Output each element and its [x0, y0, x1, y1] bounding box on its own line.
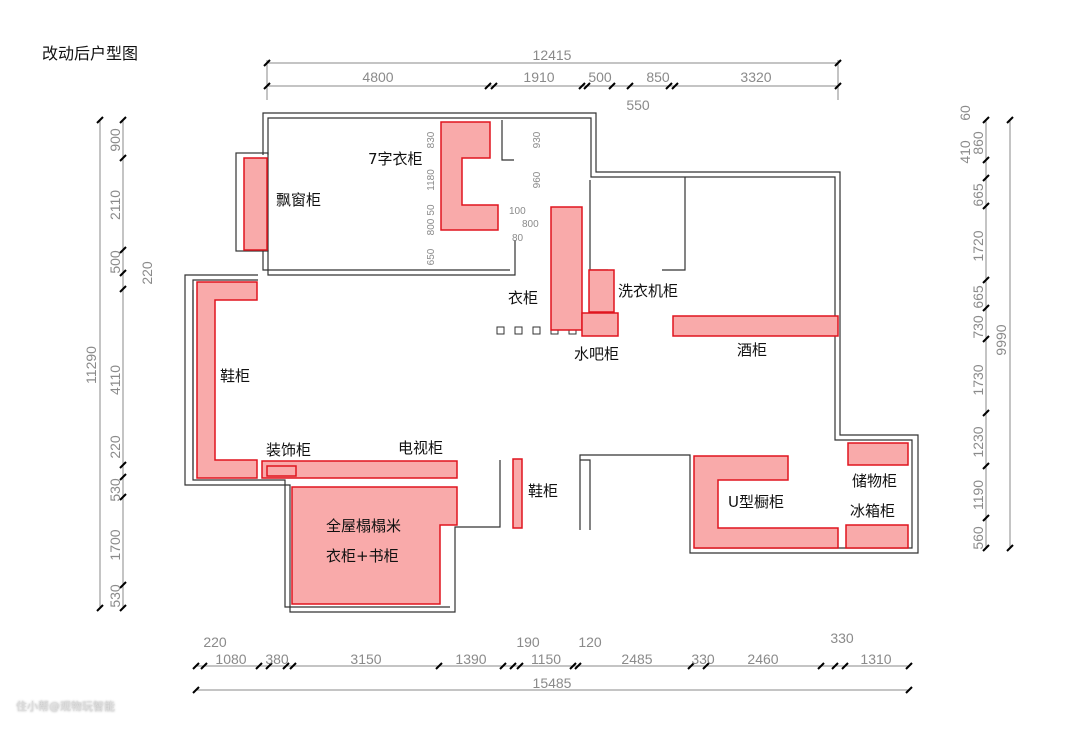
shoe-cabinet-right [512, 458, 523, 529]
dim-right: 1230 [970, 426, 986, 457]
dim-right: 60 [957, 105, 973, 121]
tatami-cabinet [291, 486, 458, 605]
label-laundry: 洗衣机柜 [618, 282, 678, 300]
dim-right-total: 9990 [993, 324, 1009, 355]
dim-right: 665 [970, 285, 986, 309]
label-wine: 酒柜 [737, 341, 767, 359]
dim-inner: 830 [426, 131, 437, 148]
dim-left-total: 11290 [83, 346, 99, 384]
bottom-dimensions: 1080 380 3150 1390 1150 2485 330 2460 13… [192, 630, 913, 694]
bay-window-cabinet [243, 157, 268, 251]
dim-inner: 800 [426, 218, 437, 235]
shoe-cabinet-left [196, 281, 258, 479]
dim-bottom-sub: 190 [516, 634, 540, 650]
dim-left: 4110 [107, 365, 123, 395]
l-wardrobe [440, 121, 499, 231]
dim-inner: 80 [512, 233, 524, 244]
dim-bottom-sub: 220 [203, 634, 227, 650]
dim-inner: 50 [426, 204, 437, 216]
dim-top: 850 [646, 69, 670, 85]
dim-left: 530 [107, 478, 123, 502]
dim-bottom: 1080 [215, 651, 246, 667]
dim-right: 665 [970, 183, 986, 207]
dim-right: 1720 [970, 230, 986, 261]
dim-bottom: 330 [691, 651, 715, 667]
storage-cabinet [847, 442, 909, 466]
dim-right-sub: 410 [957, 140, 973, 164]
dim-left: 1700 [107, 529, 123, 560]
u-kitchen-cabinet [693, 455, 839, 549]
dim-inner: 1180 [426, 169, 437, 191]
cabinets [196, 121, 909, 605]
top-dimensions: 12415 4800 1910 500 850 3320 550 [263, 47, 842, 113]
label-u-kitchen: U型橱柜 [728, 493, 784, 511]
label-fridge: 冰箱柜 [850, 502, 895, 520]
label-tv: 电视柜 [398, 439, 443, 457]
plan-title: 改动后户型图 [42, 44, 139, 63]
dim-left: 900 [107, 128, 123, 152]
dim-inner: 650 [426, 248, 437, 265]
dim-top: 3320 [740, 69, 771, 85]
dim-right: 730 [970, 315, 986, 339]
dim-bottom: 2485 [621, 651, 652, 667]
label-water-bar: 水吧柜 [574, 345, 619, 363]
dim-left-sub: 220 [139, 261, 155, 285]
label-bay-window: 飘窗柜 [276, 191, 321, 209]
dim-right: 860 [970, 131, 986, 155]
label-l-wardrobe: 7字衣柜 [368, 150, 423, 168]
dim-top-sub: 550 [626, 97, 650, 113]
dim-right: 1190 [970, 480, 986, 510]
decor-cabinet [266, 465, 297, 477]
dim-bottom: 1310 [860, 651, 891, 667]
dim-top: 1910 [523, 69, 554, 85]
dim-inner: 800 [522, 219, 539, 230]
dim-left: 2110 [107, 190, 123, 220]
dim-bottom: 3150 [350, 651, 381, 667]
water-bar-cabinet [581, 312, 619, 337]
label-storage: 储物柜 [852, 472, 897, 490]
dim-top: 500 [588, 69, 612, 85]
tv-cabinet [261, 460, 458, 479]
label-shoe-right: 鞋柜 [528, 482, 558, 500]
right-dimensions: 60 860 665 1720 665 730 1730 1230 1190 5… [957, 105, 1014, 552]
dim-inner: 930 [532, 131, 543, 148]
label-wardrobe: 衣柜 [508, 289, 538, 307]
watermark: 住小帮@观物玩智能 [16, 700, 115, 713]
dim-bottom: 380 [265, 651, 289, 667]
dim-bottom: 2460 [747, 651, 778, 667]
dim-bottom: 1390 [455, 651, 486, 667]
dim-left: 500 [107, 250, 123, 274]
dim-bottom-sub: 120 [578, 634, 602, 650]
fridge-cabinet [845, 524, 909, 549]
dim-inner: 100 [509, 206, 526, 217]
dim-bottom-total: 15485 [533, 675, 572, 691]
laundry-cabinet [588, 269, 615, 313]
dim-inner: 960 [532, 171, 543, 188]
dim-bottom-sub: 330 [830, 630, 854, 646]
dim-left: 530 [107, 584, 123, 608]
label-tatami-2: 衣柜+书柜 [326, 547, 399, 565]
label-decor: 装饰柜 [266, 441, 311, 459]
left-dimensions: 11290 900 2110 500 4110 220 530 1700 530… [83, 116, 155, 612]
wine-cabinet [672, 315, 839, 337]
dim-left: 220 [107, 435, 123, 459]
dim-top-total: 12415 [533, 47, 572, 63]
dim-right: 560 [970, 526, 986, 550]
dim-bottom: 1150 [531, 651, 561, 667]
cabinet-labels: 飘窗柜 7字衣柜 衣柜 洗衣机柜 水吧柜 酒柜 鞋柜 装饰柜 电视柜 全屋榻榻米… [220, 150, 897, 565]
dim-top: 4800 [362, 69, 393, 85]
wardrobe [550, 206, 583, 331]
label-tatami-1: 全屋榻榻米 [326, 517, 401, 535]
dim-right: 1730 [970, 364, 986, 395]
inner-dimensions: 830 1180 50 800 650 930 960 100 800 80 [426, 131, 543, 265]
walls [184, 112, 919, 613]
label-shoe-left: 鞋柜 [220, 367, 250, 385]
